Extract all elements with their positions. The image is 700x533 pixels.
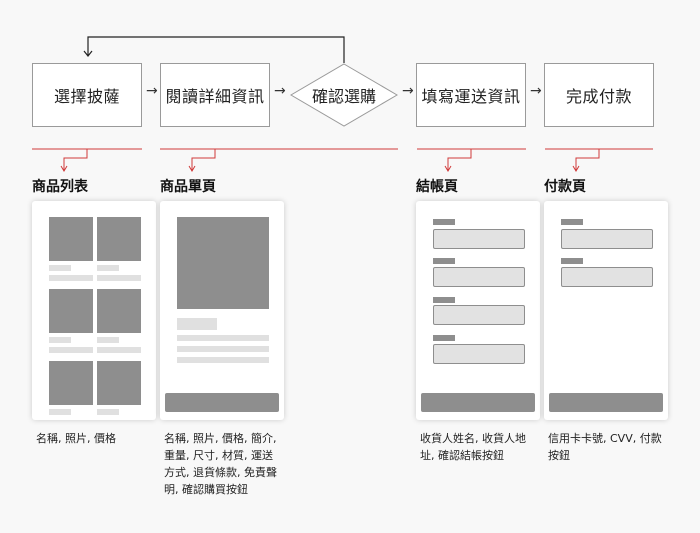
flow-step-complete-payment: 完成付款 xyxy=(544,63,654,127)
product-price-placeholder xyxy=(49,347,93,353)
flow-decision-confirm-purchase: 確認選購 xyxy=(290,63,398,127)
field-label-placeholder xyxy=(561,258,583,264)
red-bracket-hook-4 xyxy=(575,149,600,170)
red-bracket-hook-1 xyxy=(63,149,88,170)
input-field-placeholder xyxy=(561,267,653,287)
product-photo-placeholder xyxy=(49,217,93,261)
red-bracket-head-1 xyxy=(60,165,68,172)
red-bracket-head-2 xyxy=(188,165,196,172)
flow-arrow: → xyxy=(146,83,158,99)
input-field-placeholder xyxy=(433,344,525,364)
section-label-product-page: 商品單頁 xyxy=(160,179,216,195)
description-checkout-page: 收貨人姓名, 收貨人地址, 確認結帳按鈕 xyxy=(420,432,526,462)
flow-arrow: → xyxy=(274,83,286,99)
product-name-placeholder xyxy=(49,265,71,271)
field-label-placeholder xyxy=(433,219,455,225)
flow-arrow: → xyxy=(402,83,414,99)
product-detail-line-placeholder xyxy=(177,357,269,363)
flow-arrow: → xyxy=(530,83,542,99)
input-field-placeholder xyxy=(433,267,525,287)
product-price-placeholder xyxy=(97,275,141,281)
product-photo-placeholder xyxy=(49,361,93,405)
product-detail-line-placeholder xyxy=(177,335,269,341)
product-price-placeholder xyxy=(49,275,93,281)
product-name-placeholder xyxy=(97,337,119,343)
field-label-placeholder xyxy=(433,297,455,303)
wireframe-product-list xyxy=(32,201,156,420)
field-label-placeholder xyxy=(561,219,583,225)
flow-step-label: 完成付款 xyxy=(565,87,632,106)
input-field-placeholder xyxy=(561,229,653,249)
section-label-product-list: 商品列表 xyxy=(32,179,88,195)
loop-back-arrowhead xyxy=(83,50,93,57)
field-label-placeholder xyxy=(433,258,455,264)
flow-step-fill-shipping: 填寫運送資訊 xyxy=(416,63,526,127)
flow-step-label: 閱讀詳細資訊 xyxy=(165,87,265,106)
flow-step-label: 確認選購 xyxy=(311,87,376,106)
product-name-placeholder xyxy=(97,265,119,271)
product-title-placeholder xyxy=(177,318,217,330)
description-payment-page: 信用卡卡號, CVV, 付款按鈕 xyxy=(548,432,662,462)
product-hero-image-placeholder xyxy=(177,217,269,309)
red-bracket-head-4 xyxy=(572,165,580,172)
description-product-page: 名稱, 照片, 價格, 簡介, 重量, 尺寸, 材質, 運送方式, 退貨條款, … xyxy=(164,432,277,496)
product-name-placeholder xyxy=(49,409,71,415)
flow-step-label: 填寫運送資訊 xyxy=(421,87,521,106)
decision-diamond-shape xyxy=(290,63,398,127)
flow-step-read-details: 閱讀詳細資訊 xyxy=(160,63,270,127)
red-bracket-hook-3 xyxy=(447,149,472,170)
product-price-placeholder xyxy=(97,347,141,353)
field-label-placeholder xyxy=(433,335,455,341)
input-field-placeholder xyxy=(433,229,525,249)
product-name-placeholder xyxy=(49,337,71,343)
confirm-checkout-button-placeholder xyxy=(421,393,535,412)
product-detail-line-placeholder xyxy=(177,346,269,352)
product-photo-placeholder xyxy=(97,289,141,333)
section-label-payment-page: 付款頁 xyxy=(544,179,586,195)
description-product-list: 名稱, 照片, 價格 xyxy=(36,432,116,445)
product-photo-placeholder xyxy=(49,289,93,333)
wireframe-checkout-page xyxy=(416,201,540,420)
wireframe-payment-page xyxy=(544,201,668,420)
red-bracket-hook-2 xyxy=(191,149,216,170)
pay-button-placeholder xyxy=(549,393,663,412)
red-bracket-head-3 xyxy=(444,165,452,172)
product-photo-placeholder xyxy=(97,361,141,405)
product-photo-placeholder xyxy=(97,217,141,261)
flow-step-select-pizza: 選擇披薩 xyxy=(32,63,142,127)
product-name-placeholder xyxy=(97,409,119,415)
flow-step-label: 選擇披薩 xyxy=(53,87,120,106)
confirm-purchase-button-placeholder xyxy=(165,393,279,412)
input-field-placeholder xyxy=(433,305,525,325)
wireframe-product-page xyxy=(160,201,284,420)
section-label-checkout-page: 結帳頁 xyxy=(416,179,458,195)
loop-back-arrow xyxy=(87,36,345,63)
